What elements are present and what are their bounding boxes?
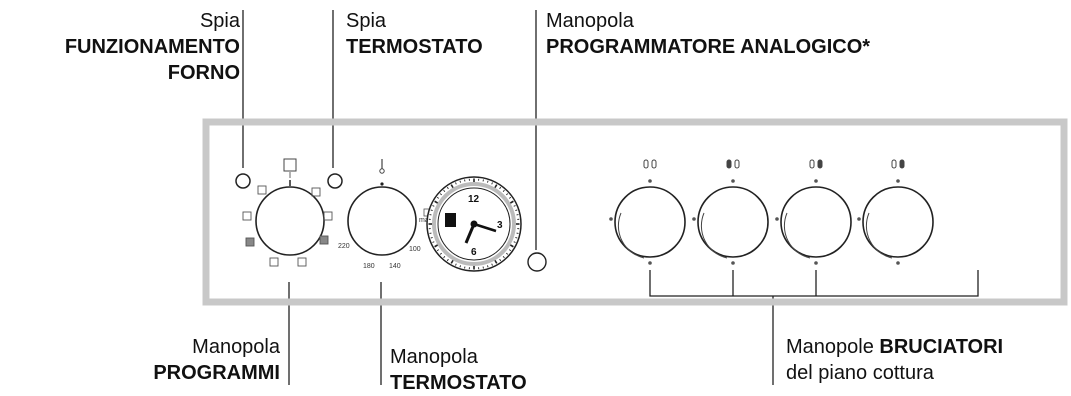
burner-position-icon-1 [644, 160, 656, 168]
clock-tick [515, 237, 517, 238]
flame-icon-3 [775, 217, 779, 221]
oven-indicator-lamp [236, 174, 250, 188]
flame-min-icon-1 [648, 261, 652, 265]
flame-max-icon-3 [814, 179, 818, 183]
clock-tick [460, 181, 461, 183]
program-icon-bottom [243, 212, 251, 220]
bell-icon [445, 213, 456, 227]
burner-knob-4[interactable] [863, 187, 933, 258]
clock-tick [431, 237, 433, 238]
thermostat-pointer-dot [380, 182, 383, 185]
programmer-knob[interactable] [528, 253, 546, 271]
program-icon-top [324, 212, 332, 220]
burner-position-icon-2 [727, 160, 739, 168]
flame-icon-2 [692, 217, 696, 221]
burner-position-icon-4 [892, 160, 904, 168]
burner-position-icon-3 [810, 160, 822, 168]
flame-max-icon-1 [648, 179, 652, 183]
program-icon-pizza [320, 236, 328, 244]
flame-min-icon-2 [731, 261, 735, 265]
clock-tick [487, 265, 488, 267]
scale-220: 220 [338, 243, 350, 250]
analog-programmer-clock[interactable]: 12 3 6 [427, 177, 521, 271]
program-icon-fan [246, 238, 254, 246]
clock-tick [431, 210, 433, 211]
clock-center [471, 221, 478, 228]
clock-tick [515, 210, 517, 211]
clock-tick [460, 265, 461, 267]
leader-bracket-bruciatori [650, 270, 978, 296]
flame-icon-1 [609, 217, 613, 221]
scale-180: 180 [363, 263, 375, 270]
scale-140: 140 [389, 263, 401, 270]
flame-min-icon-3 [814, 261, 818, 265]
thermostat-knob[interactable] [348, 187, 416, 255]
burner-knob-2[interactable] [698, 187, 768, 258]
burner-knob-3[interactable] [781, 187, 851, 258]
thermostat-indicator-lamp [328, 174, 342, 188]
program-icon-grill [258, 186, 266, 194]
leader-lines [243, 10, 978, 385]
program-icon-fan-grill [312, 188, 320, 196]
burner-knob-1[interactable] [615, 187, 685, 258]
scale-100: 100 [409, 246, 421, 253]
off-symbol-icon [284, 159, 296, 171]
program-icon-convection [298, 258, 306, 266]
clock-number-6: 6 [471, 247, 477, 258]
clock-number-3: 3 [497, 220, 503, 231]
clock-number-12: 12 [468, 194, 480, 205]
burner-position-icons [644, 160, 904, 168]
program-icon-defrost [270, 258, 278, 266]
thermometer-icon [380, 159, 384, 173]
flame-min-icon-4 [896, 261, 900, 265]
clock-tick [487, 181, 488, 183]
flame-max-icon-4 [896, 179, 900, 183]
flame-icon-4 [857, 217, 861, 221]
flame-max-icon-2 [731, 179, 735, 183]
